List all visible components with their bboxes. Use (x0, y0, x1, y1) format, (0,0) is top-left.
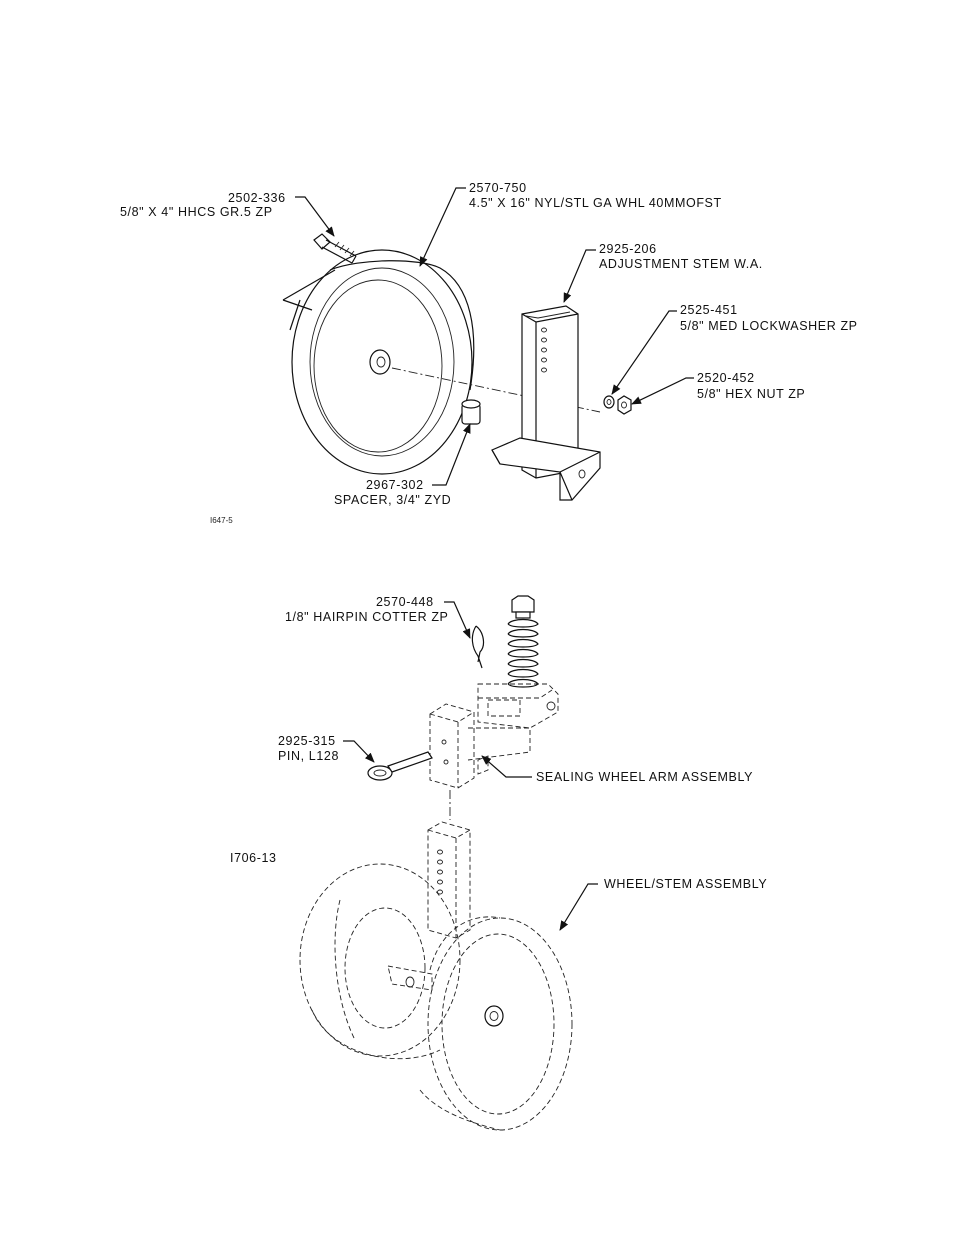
leader-lines-top (295, 187, 694, 486)
callout-desc-2570-448: 1/8" HAIRPIN COTTER ZP (285, 610, 449, 624)
callout-desc-sealing-wheel-arm: SEALING WHEEL ARM ASSEMBLY (536, 770, 753, 784)
callout-part-2520-452: 2520-452 (697, 371, 755, 385)
hex-nut-drawing (617, 395, 632, 415)
bolt-drawing (313, 233, 357, 264)
callout-part-2570-750: 2570-750 (469, 181, 527, 195)
exploded-view-top (282, 187, 694, 501)
arm-assembly-drawing (429, 683, 559, 789)
assembly-view-bottom (299, 595, 598, 1131)
callout-desc-2525-451: 5/8" MED LOCKWASHER ZP (680, 319, 858, 333)
spacer-drawing (461, 399, 481, 425)
wheel-stem-assembly-drawing (299, 821, 573, 1131)
hairpin-cotter-drawing (471, 625, 485, 669)
leader-lines-bottom (343, 601, 598, 931)
callout-desc-2925-315: PIN, L128 (278, 749, 339, 763)
pin-drawing (367, 751, 433, 781)
callout-part-2967-302: 2967-302 (366, 478, 424, 492)
callout-part-2925-206: 2925-206 (599, 242, 657, 256)
figure-code-top: I647-5 (210, 516, 233, 525)
callout-desc-2502-336: 5/8" X 4" HHCS GR.5 ZP (120, 205, 273, 219)
spring-drawing (507, 595, 539, 688)
adjustment-stem-drawing (491, 305, 601, 501)
callout-desc-2967-302: SPACER, 3/4" ZYD (334, 493, 451, 507)
callout-part-2570-448: 2570-448 (376, 595, 434, 609)
figure-code-bottom: I706-13 (230, 851, 277, 865)
callout-part-2525-451: 2525-451 (680, 303, 738, 317)
lockwasher-drawing (603, 395, 615, 409)
callout-desc-2570-750: 4.5" X 16" NYL/STL GA WHL 40MMOFST (469, 196, 722, 210)
callout-desc-2520-452: 5/8" HEX NUT ZP (697, 387, 805, 401)
callout-part-2502-336: 2502-336 (228, 191, 286, 205)
callout-desc-wheel-stem: WHEEL/STEM ASSEMBLY (604, 877, 767, 891)
callout-desc-2925-206: ADJUSTMENT STEM W.A. (599, 257, 763, 271)
callout-part-2925-315: 2925-315 (278, 734, 336, 748)
wheel-drawing (282, 249, 475, 475)
